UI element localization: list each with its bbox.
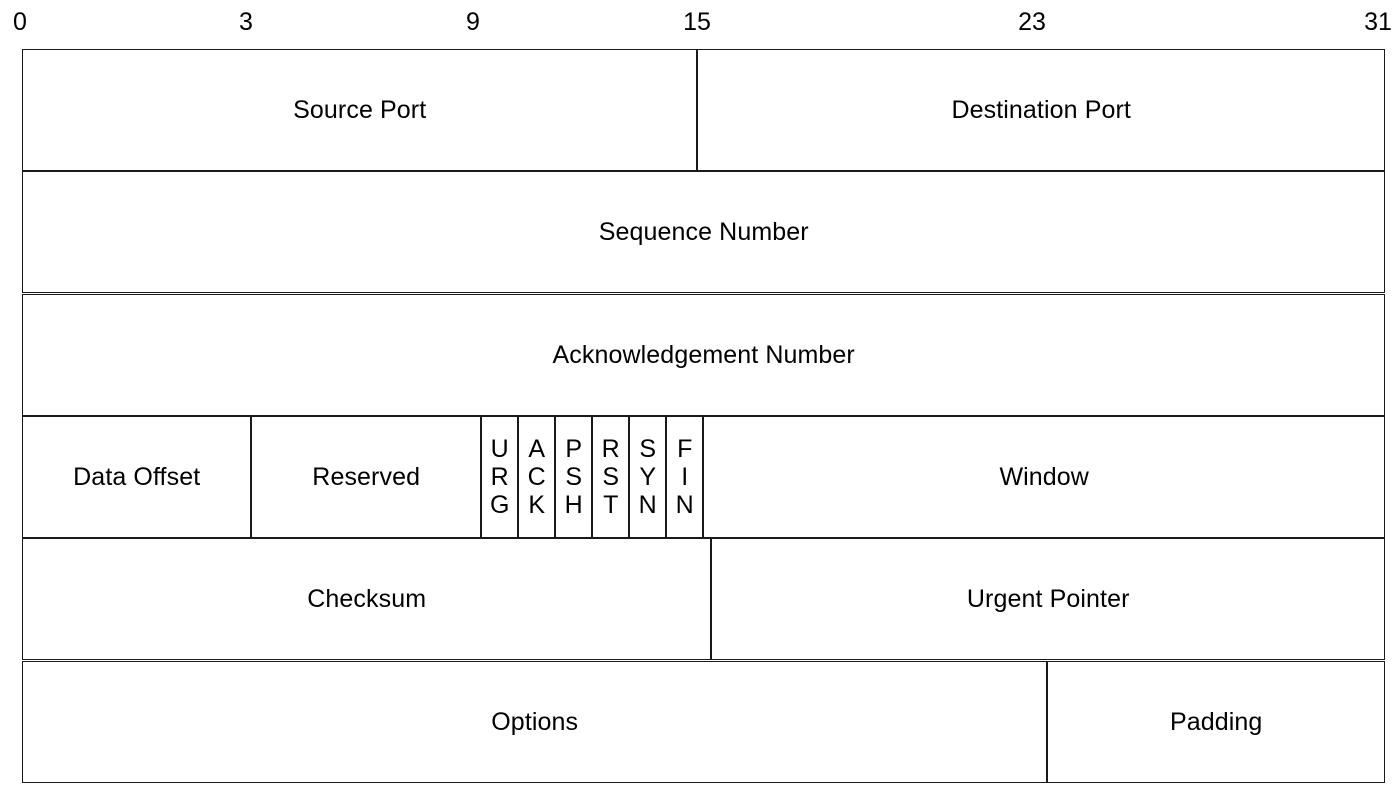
flag-label-syn: S Y N <box>639 435 657 519</box>
flag-letter: H <box>564 491 583 520</box>
flag-letter: I <box>681 463 689 492</box>
field-label: Options <box>491 707 579 736</box>
flag-label-fin: F I N <box>676 435 694 519</box>
ruler-tick-0: 0 <box>13 8 27 36</box>
flag-rst: R S T <box>592 416 630 539</box>
field-label: Acknowledgement Number <box>552 340 855 369</box>
flag-letter: S <box>639 435 657 464</box>
field-acknowledgement-number: Acknowledgement Number <box>22 294 1386 417</box>
flag-letter: N <box>675 491 694 520</box>
ruler-tick-15: 15 <box>683 8 711 36</box>
flag-label-ack: A C K <box>528 435 546 519</box>
flag-letter: S <box>602 463 620 492</box>
ruler-tick-3: 3 <box>239 8 253 36</box>
field-data-offset: Data Offset <box>22 416 252 539</box>
field-label: Urgent Pointer <box>966 584 1130 613</box>
flag-urg: U R G <box>481 416 519 539</box>
flag-label-rst: R S T <box>602 435 620 519</box>
field-window: Window <box>703 416 1386 539</box>
ruler-tick-9: 9 <box>466 8 480 36</box>
flag-letter: R <box>601 435 620 464</box>
flag-letter: Y <box>639 463 657 492</box>
header-row-acknowledgement-number: Acknowledgement Number <box>22 294 1386 417</box>
field-checksum: Checksum <box>22 538 712 661</box>
field-label: Padding <box>1169 707 1263 736</box>
field-reserved: Reserved <box>251 416 482 539</box>
flag-syn: S Y N <box>629 416 667 539</box>
header-row-options: Options Padding <box>22 661 1386 784</box>
field-sequence-number: Sequence Number <box>22 171 1386 294</box>
field-label: Source Port <box>293 95 427 124</box>
flag-letter: S <box>565 463 583 492</box>
field-padding: Padding <box>1047 661 1386 784</box>
flag-label-urg: U R G <box>490 435 509 519</box>
flag-ack: A C K <box>518 416 556 539</box>
header-row-sequence-number: Sequence Number <box>22 171 1386 294</box>
flag-letter: A <box>528 435 546 464</box>
field-label: Sequence Number <box>598 217 809 246</box>
field-source-port: Source Port <box>22 49 698 172</box>
flag-psh: P S H <box>555 416 593 539</box>
bit-position-ruler: 0 3 9 15 23 31 <box>0 0 1399 50</box>
field-destination-port: Destination Port <box>697 49 1386 172</box>
field-label: Reserved <box>312 462 421 491</box>
header-row-checksum: Checksum Urgent Pointer <box>22 538 1386 661</box>
header-row-ports: Source Port Destination Port <box>22 49 1386 172</box>
flag-letter: G <box>489 491 510 520</box>
flag-letter: F <box>677 435 693 464</box>
flag-letter: R <box>490 463 509 492</box>
field-label: Checksum <box>307 584 427 613</box>
field-label: Destination Port <box>951 95 1131 124</box>
field-label: Data Offset <box>73 462 201 491</box>
field-options: Options <box>22 661 1048 784</box>
header-row-flags: Data Offset Reserved U R G A C K <box>22 416 1386 539</box>
flag-fin: F I N <box>666 416 704 539</box>
flag-letter: P <box>565 435 583 464</box>
field-label: Window <box>999 462 1089 491</box>
ruler-tick-31: 31 <box>1364 8 1392 36</box>
flag-letter: K <box>528 491 546 520</box>
flag-label-psh: P S H <box>565 435 583 519</box>
ruler-tick-23: 23 <box>1018 8 1046 36</box>
flag-letter: T <box>603 491 619 520</box>
flag-letter: C <box>527 463 546 492</box>
flag-letter: U <box>490 435 509 464</box>
flag-letter: N <box>638 491 657 520</box>
header-field-grid: Source Port Destination Port Sequence Nu… <box>22 49 1386 784</box>
field-urgent-pointer: Urgent Pointer <box>711 538 1386 661</box>
